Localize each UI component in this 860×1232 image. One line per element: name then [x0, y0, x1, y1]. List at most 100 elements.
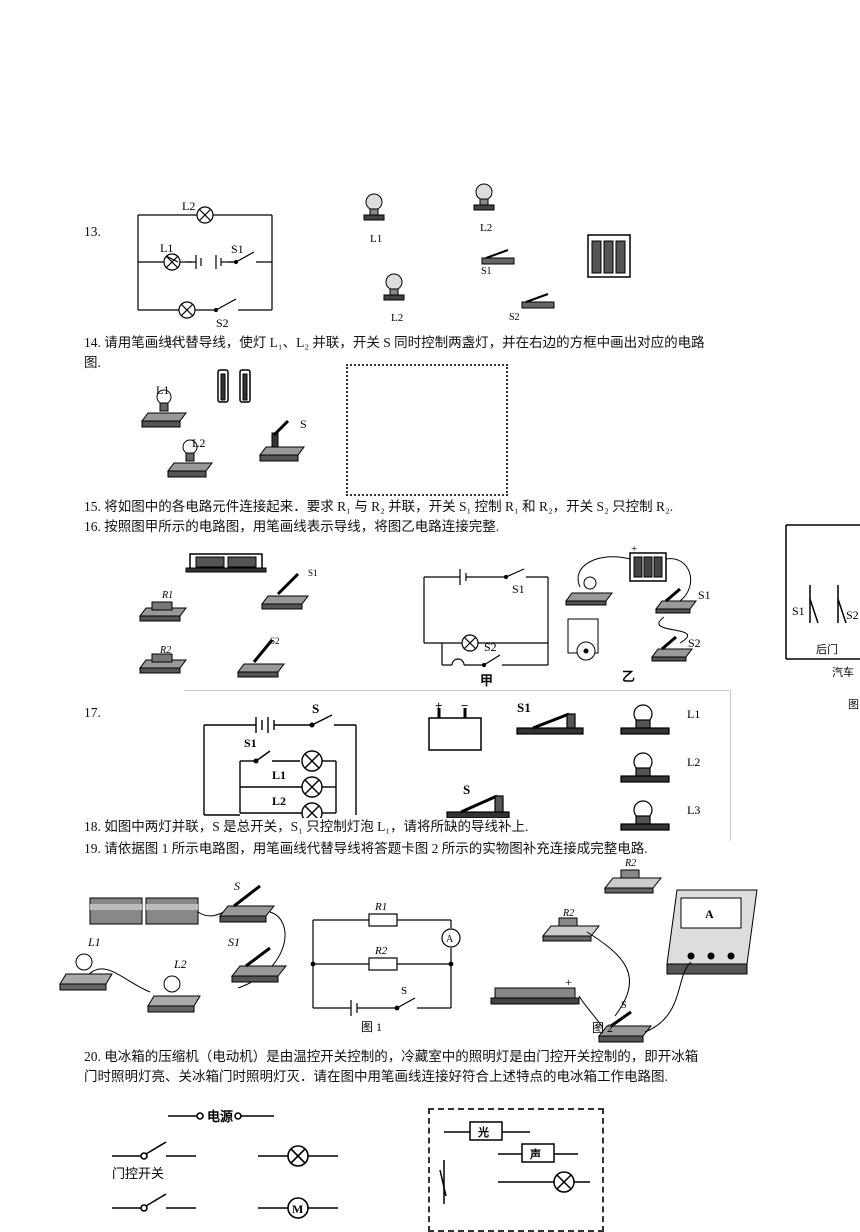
q17-label-s1: S1: [244, 736, 257, 750]
q17-physical-components: + − S1 S L1 L2 L3: [428, 698, 700, 831]
q17-frame: [184, 690, 731, 841]
q16-jia-caption: 甲: [480, 673, 493, 688]
bulb-icon: [383, 273, 405, 301]
q19-label-s: S: [234, 879, 240, 893]
q17-right-label-l3: L3: [687, 803, 700, 817]
q19-fig1-label-r1: R1: [374, 901, 387, 913]
q19-schematic-fig1: R1 R2 A S 图 1: [310, 901, 461, 1034]
bulb-icon: [141, 389, 187, 428]
q20-label-light-sensor: 光: [477, 1125, 489, 1139]
q19-label-s1: S1: [228, 935, 240, 949]
q13-label-l3: L3: [168, 334, 181, 348]
q19-label-l2: L2: [173, 957, 187, 971]
bulb-icon: [167, 439, 213, 478]
switch-icon: [259, 419, 305, 462]
q17-label-s: S: [312, 701, 319, 716]
q15-text: 15. 将如图中的各电路元件连接起来．要求 R₁ 与 R₂ 并联，开关 S₁ 控…: [84, 499, 674, 514]
q19-fig2-caption: 图 2: [592, 1021, 613, 1035]
q14-text-line1: 14. 请用笔画线代替导线，使灯 L₁、L₂ 并联，开关 S 同时控制两盏灯，并…: [84, 335, 705, 350]
q19-fig1-label-s: S: [401, 985, 407, 997]
side-label-s1: S1: [792, 604, 805, 618]
q13-label-l1: L1: [160, 241, 173, 255]
q15-label-r2: R2: [159, 645, 171, 656]
q20-label-door-switch: 门控开关: [112, 1167, 164, 1182]
bulb-icon: [620, 800, 670, 831]
q19-text: 19. 请依据图 1 所示电路图，用笔画线代替导线将答题卡图 2 所示的实物图补…: [84, 841, 648, 856]
q17-schematic: S S1 L1 L2: [203, 701, 357, 824]
q16-physical-yi: + S1 S2 乙: [565, 543, 711, 684]
switch-icon: [521, 293, 555, 309]
q19-fig1-label-r2: R2: [374, 945, 388, 957]
q19-fig1-caption: 图 1: [361, 1020, 382, 1034]
q20-label-power: 电源: [207, 1109, 233, 1125]
q17-right-label-l2: L2: [687, 755, 700, 769]
q19-fig2-label-r2-mid: R2: [562, 908, 574, 919]
bulb-icon: [620, 704, 670, 735]
switch-icon: [446, 794, 510, 819]
q13-circuit-diagram: L2 L1 S1 S2 L3: [137, 199, 273, 348]
q14-text-line2: 图.: [84, 355, 101, 370]
svg-text:+: +: [631, 543, 637, 555]
battery-icon: [217, 369, 251, 403]
q17-battery-minus: −: [461, 698, 468, 713]
q20-label-sound-sensor: 声: [529, 1147, 541, 1161]
q15-label-s1: S1: [308, 568, 318, 578]
q13-switch-s2-label: S2: [509, 312, 520, 323]
q13-label-s1: S1: [231, 242, 244, 256]
q16-schematic-jia: S1 S2 甲: [423, 568, 549, 688]
q13-number: 13.: [84, 224, 101, 239]
q17-label-l2: L2: [272, 794, 286, 808]
side-label-s2: S2: [846, 608, 859, 622]
q16-yi-label-s2: S2: [688, 636, 701, 650]
q13-label-l2: L2: [182, 199, 195, 213]
q19-fig2-label-a: A: [705, 907, 714, 921]
q14-physical-components: L1 L2 S: [141, 369, 307, 478]
q13-physical-components: L1 L2 L2 S1 S2: [363, 183, 631, 324]
resistor-icon: [139, 653, 187, 674]
q19-fig2-label-s: S: [621, 1000, 627, 1011]
q17-right-label-s1: S1: [517, 700, 531, 715]
q14-label-l2: L2: [192, 436, 205, 450]
q16-jia-label-s2: S2: [484, 640, 497, 654]
switch-icon: [237, 639, 285, 678]
q19-fig1-label-a: A: [446, 934, 454, 945]
resistor-icon: [139, 601, 187, 622]
q14-answer-box[interactable]: [346, 364, 508, 496]
q20-text-line2: 门时照明灯亮、关冰箱门时照明灯灭．请在图中用笔画线连接好符合上述特点的电冰箱工作…: [84, 1069, 668, 1084]
q20-components: 电源 门控开关 M: [112, 1109, 338, 1219]
battery-pack-icon: [587, 234, 631, 278]
q17-label-l1: L1: [272, 768, 286, 782]
q17-number: 17.: [84, 705, 101, 720]
switch-icon: [481, 249, 515, 265]
q20-label-motor: M: [292, 1202, 303, 1216]
q17-battery-plus: +: [435, 698, 442, 713]
q19-fig2-plus: +: [565, 975, 572, 989]
q13-label-s2: S2: [216, 316, 229, 330]
switch-icon: [516, 712, 584, 735]
side-label-car: 汽车: [832, 665, 854, 679]
side-label-fig: 图: [848, 699, 859, 711]
q18-text: 18. 如图中两灯并联，S 是总开关，S₁ 只控制灯泡 L₁，请将所缺的导线补上…: [84, 818, 529, 836]
bulb-icon: [620, 752, 670, 783]
q15-physical-components: R1 S1 R2 S2: [139, 553, 318, 678]
q17-right-label-s: S: [463, 782, 470, 797]
q16-text: 16. 按照图甲所示的电路图，用笔画线表示导线，将图乙电路连接完整.: [84, 519, 500, 534]
q15-label-s2: S2: [270, 636, 280, 646]
q19-fig2-label-r2-top: R2: [624, 858, 636, 869]
q14-label-l1: L1: [156, 383, 169, 397]
q19-physical-fig2: R2 R2 A + S 图 2: [490, 858, 758, 1043]
q17-right-label-l1: L1: [687, 707, 700, 721]
q19-label-l1: L1: [87, 935, 101, 949]
battery-holder-icon: [185, 553, 267, 573]
q13-bulb-l1-label: L1: [370, 233, 382, 245]
q16-yi-label-s1: S1: [698, 588, 711, 602]
side-fragment: S1 S2 后门 汽车: [785, 524, 860, 679]
q14-label-s: S: [300, 417, 307, 431]
q20-sensor-diagram: 光 声: [439, 1121, 590, 1204]
q13-bulb-l2-top-label: L2: [480, 222, 492, 234]
q19-physical-left: S S1 L1 L2: [59, 879, 288, 1013]
q16-jia-label-s1: S1: [512, 582, 525, 596]
bulb-icon: [473, 183, 495, 211]
switch-icon: [261, 572, 309, 610]
q15-label-r1: R1: [161, 590, 173, 601]
